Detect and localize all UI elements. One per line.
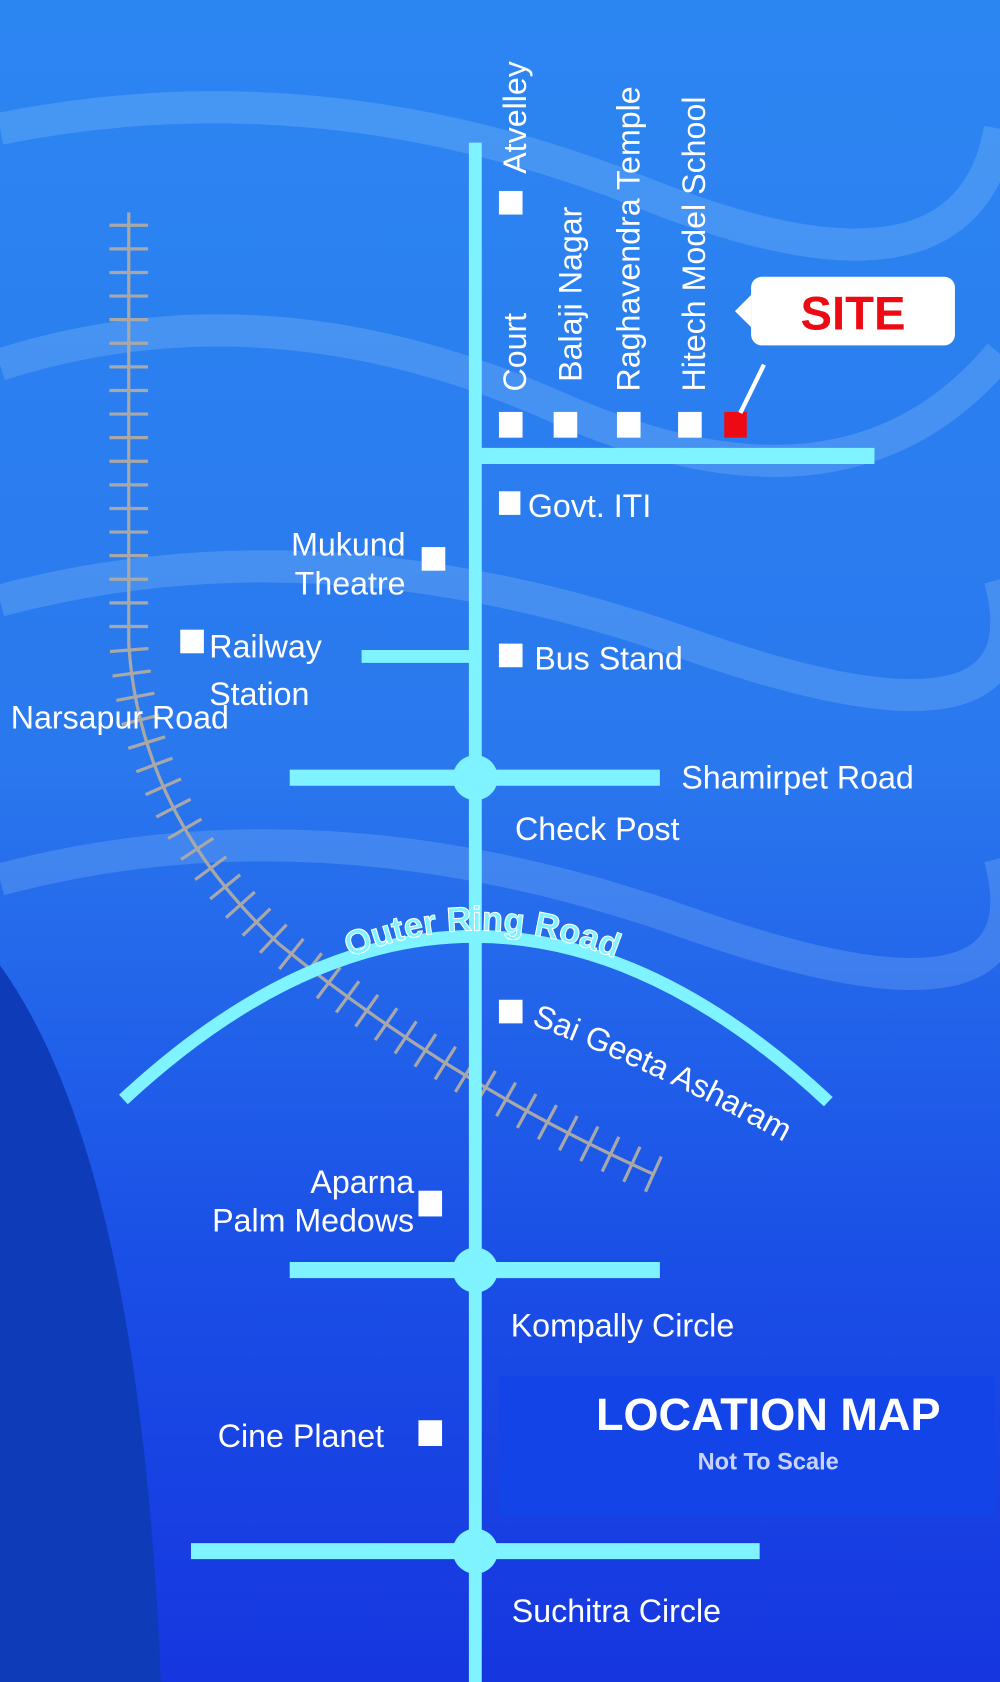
balaji-nagar-marker [553,411,578,438]
govt-iti-marker [498,491,521,515]
govt-iti-label: Govt. ITI [528,488,651,524]
check-post-label: Check Post [515,811,680,847]
site-callout-tail [734,294,752,328]
site-callout [751,276,955,346]
raghavendra-temple-marker [616,411,641,438]
aparna-label-1: Aparna [310,1164,414,1200]
railway-tie [334,980,361,1014]
railway-tie [515,1093,538,1129]
sai-geeta-marker [498,999,523,1024]
court-label: Court [497,313,533,392]
railway-tie [413,1033,438,1068]
site-marker [724,411,747,438]
railway-tie [112,669,152,678]
railway-tie [224,890,256,919]
mukund-theatre-marker [421,547,446,571]
raghavendra-temple-label: Raghavendra Temple [610,86,646,391]
outer-ring-road [119,930,833,1107]
mukund-label-1: Mukund [291,527,405,563]
narsapur-road-label: Narsapur Road [11,699,229,735]
suchitra-circle-label: Suchitra Circle [512,1593,721,1629]
railway-tie [145,777,182,797]
site-label: SITE [801,287,906,340]
railway-tie [116,691,155,702]
site-callout-pointer [738,363,766,414]
hitech-school-label: Hitech Model School [676,97,712,392]
balaji-nagar-label: Balaji Nagar [553,206,589,382]
mukund-label-2: Theatre [295,565,406,601]
check-post-junction [452,755,498,801]
railway-tie [315,966,342,1000]
railway-tie [167,817,203,840]
railway-tie [258,923,288,954]
railway-tie [354,993,380,1028]
railway-tie [536,1104,558,1140]
dark-region [0,965,161,1682]
railway-tie [121,713,160,727]
atvelley-marker [498,190,523,215]
markers [180,190,702,1447]
map-subtitle: Not To Scale [698,1450,839,1476]
aparna-marker [418,1190,443,1217]
roads [119,142,875,1682]
court-marker [498,411,523,438]
shamirpet-road-label: Shamirpet Road [681,759,914,795]
map-title: LOCATION MAP [596,1389,941,1440]
railway-tie [579,1125,600,1162]
kompally-circle-label: Kompally Circle [511,1308,735,1344]
hitech-school-marker [678,411,702,438]
railway-tie [194,855,228,881]
bus-stand-label: Bus Stand [534,640,682,676]
kompally-junction [452,1247,498,1293]
railway-tie [643,1155,663,1193]
suchitra-junction [452,1528,498,1574]
railway-station-label-1: Railway [209,629,323,665]
railway-tie [127,735,166,750]
railway-tie [495,1081,518,1117]
railway-tie [209,873,242,901]
railway-tie [155,797,192,819]
railway-station-marker [180,629,204,654]
railway-tie [433,1045,457,1081]
atvelley-label: Atvelley [497,60,533,174]
railway-tie [558,1115,579,1152]
railway-tie [600,1136,621,1173]
aparna-label-2: Palm Medows [212,1202,414,1238]
railway-tie [241,907,272,937]
railway-tie [278,937,305,971]
railway-tie [393,1020,418,1055]
cine-planet-marker [418,1420,443,1447]
railway-tie [373,1007,399,1041]
railway-tie [109,646,149,654]
bus-stand-marker [498,643,523,668]
railway-station-label-2: Station [209,676,309,712]
railway-tie [622,1146,642,1183]
cine-planet-label: Cine Planet [218,1418,384,1454]
title-box [498,1376,995,1516]
railway-tie [135,756,174,774]
railway-tie [180,836,215,861]
